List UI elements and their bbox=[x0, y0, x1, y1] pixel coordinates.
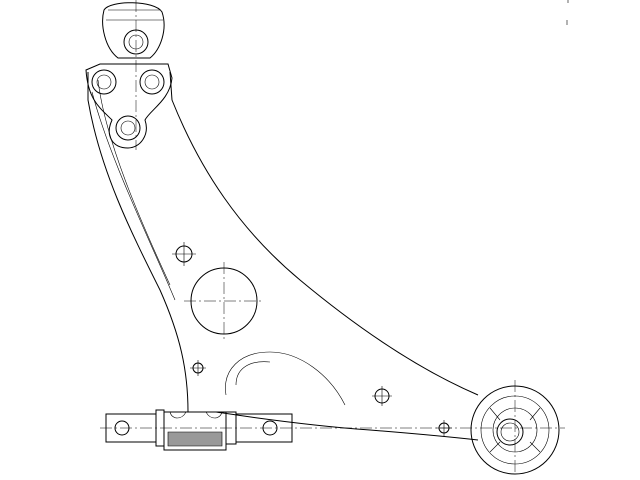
ball-joint-flange bbox=[85, 63, 173, 149]
ball-joint bbox=[102, 0, 165, 150]
holes bbox=[172, 242, 452, 436]
front-bushing bbox=[105, 409, 293, 451]
arm-outline bbox=[87, 71, 479, 441]
